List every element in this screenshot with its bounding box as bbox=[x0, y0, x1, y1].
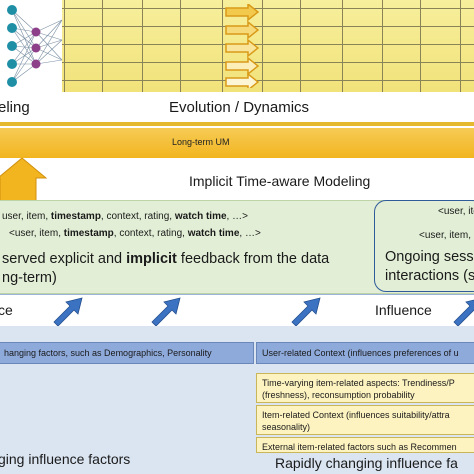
session-label-1: Ongoing sessi bbox=[385, 249, 474, 265]
longterm-um-label: Long-term UM bbox=[172, 137, 230, 147]
modeling-label: eling bbox=[0, 99, 30, 116]
ongoing-session-box bbox=[374, 200, 474, 292]
session-label-2: interactions (s bbox=[385, 268, 474, 284]
timeline-arrows-icon bbox=[225, 4, 260, 88]
session-tuple-2: <user, item, bbox=[419, 230, 471, 241]
influence-right-label: Influence bbox=[375, 302, 432, 318]
influence-arrows-icon bbox=[53, 297, 474, 327]
item-context-box: Item-related Context (influences suitabi… bbox=[256, 405, 474, 435]
external-factors-box: External item-related factors such as Re… bbox=[256, 437, 474, 453]
tuple-line-1: user, item, timestamp, context, rating, … bbox=[2, 211, 248, 222]
influence-left-label: ce bbox=[0, 302, 13, 318]
implicit-modeling-label: Implicit Time-aware Modeling bbox=[189, 173, 371, 189]
tuple-line-2: <user, item, timestamp, context, rating,… bbox=[9, 228, 261, 239]
label-row bbox=[0, 92, 474, 126]
neural-network-icon bbox=[7, 5, 63, 87]
up-arrow-icon bbox=[0, 158, 48, 202]
observed-feedback-subtext: ng-term) bbox=[2, 270, 57, 286]
gold-divider bbox=[0, 122, 474, 126]
user-context-box: User-related Context (influences prefere… bbox=[256, 342, 474, 364]
slow-factors-label: ging influence factors bbox=[0, 451, 131, 467]
evolution-label: Evolution / Dynamics bbox=[169, 99, 310, 116]
session-tuple-1: <user, ite bbox=[438, 206, 474, 217]
implicit-modeling-bar bbox=[0, 158, 474, 202]
time-varying-box: Time-varying item-related aspects: Trend… bbox=[256, 373, 474, 403]
slow-factors-box: hanging factors, such as Demographics, P… bbox=[0, 342, 254, 364]
timeline-panel bbox=[62, 0, 474, 92]
longterm-um-bar: Long-term UM bbox=[0, 128, 474, 158]
observed-feedback-text: served explicit and implicit feedback fr… bbox=[2, 251, 330, 267]
rapid-factors-label: Rapidly changing influence fa bbox=[275, 455, 458, 471]
